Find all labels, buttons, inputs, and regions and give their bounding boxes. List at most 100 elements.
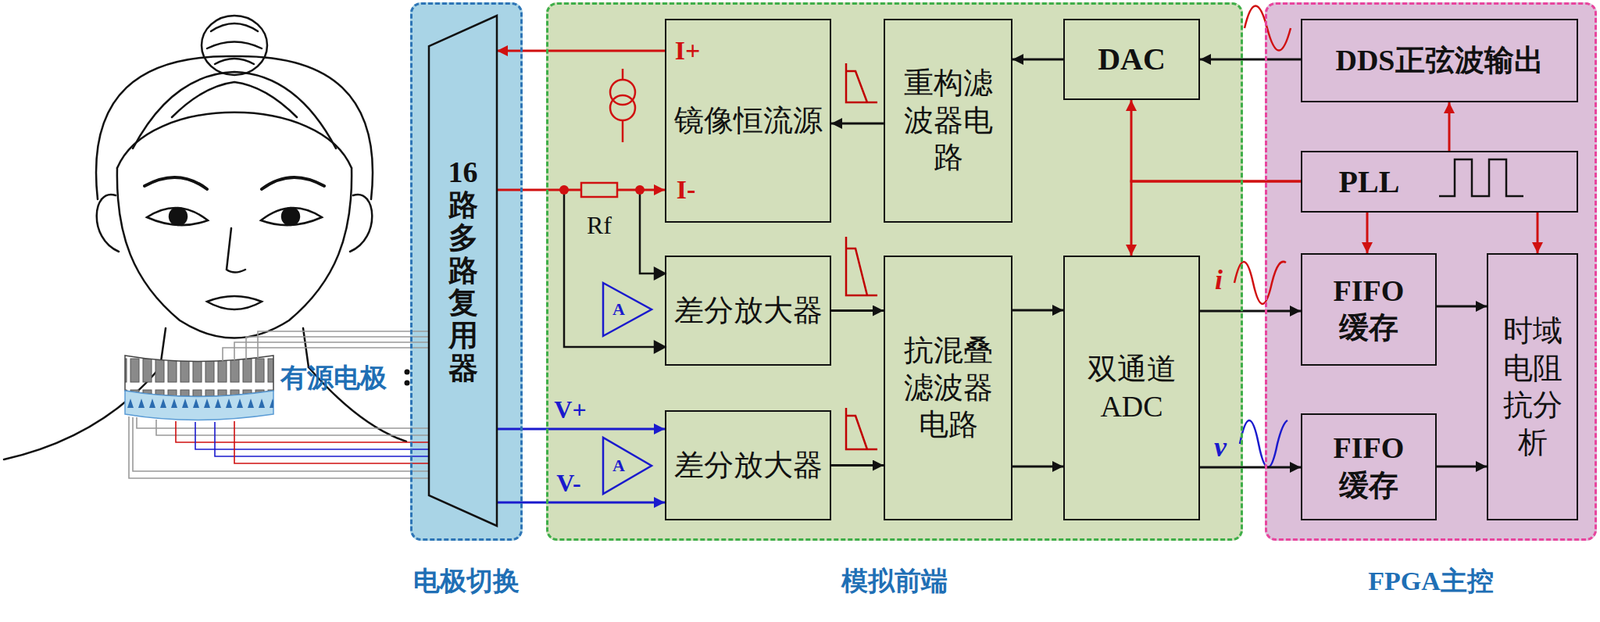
region-heading: FPGA主控 <box>1235 564 1600 599</box>
box-label: FIFO缓存 <box>1321 272 1417 347</box>
process-box: 抗混叠滤波器电路 <box>883 255 1013 521</box>
electrode-wire <box>132 417 429 472</box>
current-source-symbol <box>610 68 636 143</box>
signal-label: v <box>1214 432 1227 461</box>
electrode-wire <box>214 421 429 457</box>
signal-arrow <box>1448 102 1451 151</box>
signal-label: I+ <box>675 37 701 65</box>
face-illustration <box>201 15 268 75</box>
mux-label: 16路多路复用器 <box>444 156 483 386</box>
connector-dots <box>404 369 411 386</box>
amplifier-symbol <box>603 282 652 336</box>
process-box: PLL <box>1300 150 1579 213</box>
signal-label: V- <box>556 470 581 496</box>
lowpass-filter-icon <box>846 407 878 450</box>
electrode-wire <box>257 331 429 358</box>
process-box: 双通道ADC <box>1063 255 1200 521</box>
resistor-symbol <box>635 185 645 195</box>
signal-arrow <box>1012 58 1064 61</box>
amplifier-symbol <box>603 437 652 494</box>
electrode-wire <box>175 421 429 443</box>
process-box: DAC <box>1063 18 1200 100</box>
electrode-wire <box>136 417 429 429</box>
mux-outline <box>428 15 497 526</box>
region-band: 电极切换16路多路复用器 <box>410 2 523 541</box>
face-illustration <box>226 228 246 273</box>
signal-arrow <box>1366 212 1369 254</box>
face-illustration <box>96 194 373 252</box>
face-illustration <box>169 207 187 225</box>
face-illustration <box>132 71 336 149</box>
electrode-wire <box>156 419 429 436</box>
region-heading: 模拟前端 <box>517 564 1272 599</box>
box-label: FIFO缓存 <box>1321 429 1417 504</box>
signal-label: I- <box>676 176 697 204</box>
connector-dots <box>404 380 411 386</box>
square-wave <box>1439 159 1524 197</box>
signal-arrow <box>1436 305 1487 308</box>
signal-arrow <box>1200 310 1301 313</box>
connector-dots <box>404 369 411 375</box>
face-illustration <box>207 23 262 65</box>
signal-label: Rf <box>586 212 612 238</box>
electrode-collar <box>125 355 274 397</box>
face-illustration <box>282 207 300 225</box>
lowpass-filter-icon <box>846 63 878 103</box>
box-label: 双通道ADC <box>1084 350 1180 425</box>
electrode-wire <box>234 421 429 464</box>
mux-block: 16路多路复用器 <box>428 15 497 526</box>
signal-arrow <box>1436 465 1487 468</box>
box-label: 镜像恒流源 <box>674 102 823 140</box>
signal-arrow <box>831 122 884 125</box>
process-box: 重构滤波器电路 <box>883 18 1013 223</box>
sense-wire <box>639 189 655 274</box>
electrode-wire <box>234 342 429 361</box>
electrode-wire <box>195 421 429 450</box>
band-fill <box>410 2 1597 541</box>
face-illustration <box>3 15 407 460</box>
electrode-wire <box>128 416 429 479</box>
signal-label: A <box>612 300 625 318</box>
signal-label: V+ <box>553 396 586 422</box>
signal-arrow <box>1012 465 1064 468</box>
signal-arrow <box>1131 181 1301 256</box>
box-label: PLL <box>1339 162 1400 202</box>
electrode-wire <box>128 331 429 479</box>
electrode-wire <box>222 347 429 361</box>
face-illustration <box>207 296 262 310</box>
band-fill <box>410 2 523 541</box>
sine-wave <box>1244 6 1291 51</box>
face-illustration <box>117 167 352 339</box>
resistor-symbol <box>559 185 569 195</box>
process-box: 差分放大器 <box>664 255 832 366</box>
current-source-symbol <box>610 79 636 105</box>
signal-label: 有源电极 <box>280 364 387 391</box>
box-label: DDS正弦波输出 <box>1335 42 1543 80</box>
signal-label: i <box>1214 265 1223 294</box>
sense-wire <box>564 189 655 347</box>
box-label: 抗混叠滤波器电路 <box>900 332 997 444</box>
signal-arrow <box>1012 309 1064 312</box>
lowpass-filter-icon <box>846 236 878 296</box>
box-label: DAC <box>1097 39 1166 79</box>
box-label: 差分放大器 <box>674 446 823 485</box>
process-box: FIFO缓存 <box>1300 253 1437 366</box>
process-box: 时域电阻抗分析 <box>1486 253 1579 521</box>
square-wave <box>1439 159 1524 197</box>
signal-arrow <box>1200 466 1301 469</box>
sense-wire <box>654 267 665 353</box>
electrode-collar <box>125 390 274 421</box>
signal-arrow <box>1536 212 1540 254</box>
signal-arrow <box>831 309 884 312</box>
amplifier-symbol <box>603 282 652 494</box>
face-illustration <box>146 207 208 225</box>
sine-wave <box>1239 420 1288 468</box>
signal-arrow <box>1131 100 1301 182</box>
process-box: DDS正弦波输出 <box>1300 18 1579 103</box>
box-label: 重构滤波器电路 <box>900 64 997 177</box>
electrode-collar <box>125 355 274 421</box>
region-heading: 电极切换 <box>381 564 552 599</box>
region-band: FPGA主控DDS正弦波输出PLLFIFO缓存FIFO缓存时域电阻抗分析 <box>1264 2 1597 541</box>
resistor-symbol <box>559 182 645 197</box>
